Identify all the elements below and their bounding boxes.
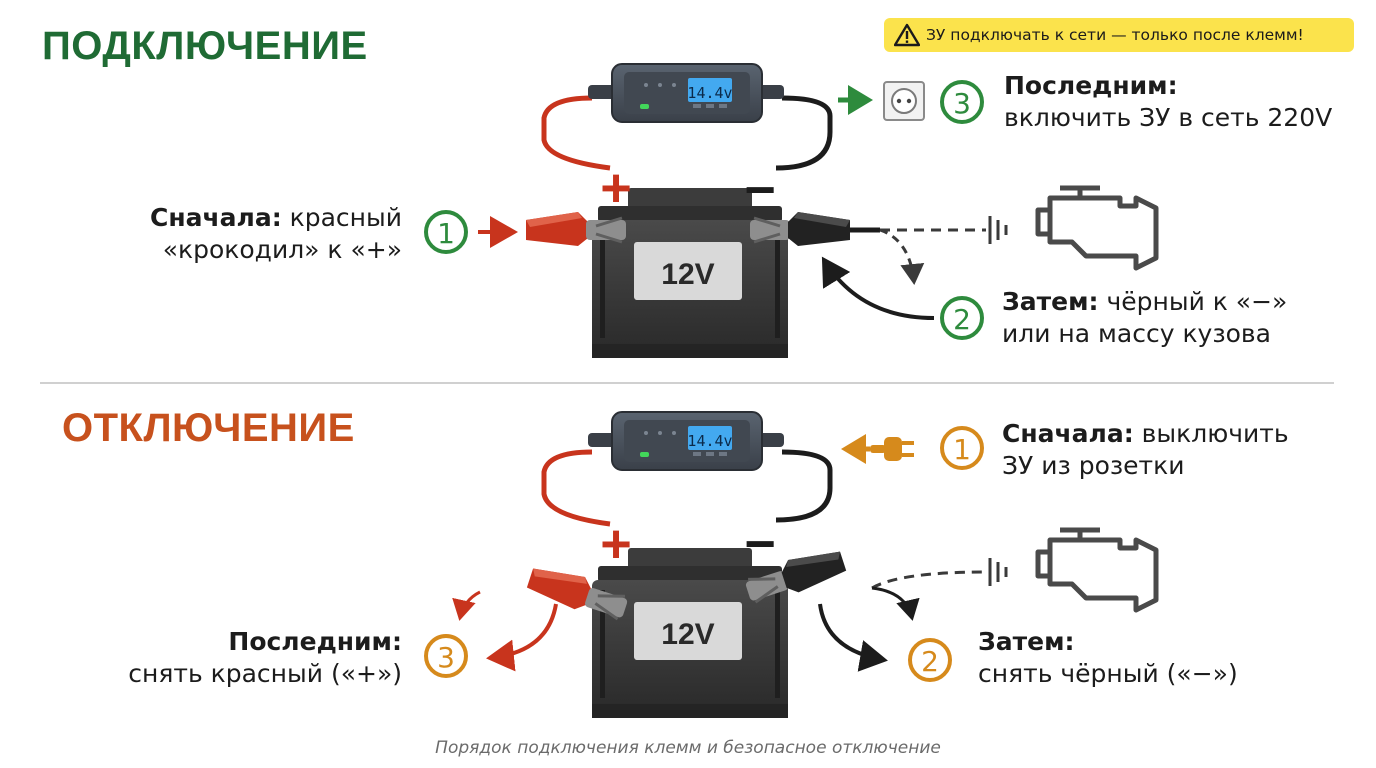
disconnect-step-3-title: Последним: [228,627,402,656]
connect-step-3-label: Последним: включить ЗУ в сеть 220V [1004,70,1332,134]
connect-step-2-text-2: или на массу кузова [1002,319,1271,348]
connect-step-2-title: Затем: [1002,287,1099,316]
connect-step-1-text: красный [281,203,402,232]
disconnect-step-1-label: Сначала: выключить ЗУ из розетки [1002,418,1289,482]
disconnect-step-2-text: снять чёрный («−») [978,659,1238,688]
disconnect-step-1-text: выключить [1133,419,1289,448]
red-wire [541,95,611,171]
disconnect-step-1-number: 1 [953,433,971,466]
connect-step-1-number: 1 [437,217,455,250]
battery: 12V [592,548,788,718]
connect-step-1-label: Сначала: красный «крокодил» к «+» [150,202,402,266]
black-wire [775,449,833,523]
connect-step-2-number: 2 [953,303,971,336]
connect-step-2-badge: 2 [940,296,984,340]
black-wire [775,95,833,171]
connect-step-2-label: Затем: чёрный к «−» или на массу кузова [1002,286,1287,350]
connect-section: 14.4v 12V + − 1 2 [424,63,1156,358]
warning-banner: ЗУ подключать к сети — только после клем… [884,18,1354,52]
connect-step-3-number: 3 [953,87,971,120]
disconnect-title: ОТКЛЮЧЕНИЕ [62,406,355,450]
red-clamp-remove-arrow [452,590,481,621]
charger-display: 14.4v [687,84,732,102]
red-wire [541,449,611,527]
minus-sign: − [744,160,776,220]
disconnect-step-1-title: Сначала: [1002,419,1134,448]
warning-triangle-icon [894,23,920,47]
connect-step-1-badge: 1 [424,210,468,254]
disconnect-step-2-number: 2 [921,645,939,678]
ground-curve-arrow [879,228,925,285]
plus-sign: + [600,158,632,218]
ground-icon [988,558,1008,586]
ground-icon [988,216,1008,244]
disconnect-step-2-badge: 2 [908,638,952,682]
charger: 14.4v [587,63,785,123]
engine-icon [1038,188,1156,268]
battery-voltage: 12V [661,258,714,291]
disconnect-step-1-badge: 1 [940,426,984,470]
disconnect-section: 14.4v 12V + − 1 [424,411,1156,718]
socket-icon [883,81,925,121]
connect-step-3-text: включить ЗУ в сеть 220V [1004,103,1333,132]
black-clamp-remove-arrow [871,586,920,621]
connect-step-3-title: Последним: [1004,71,1178,100]
disconnect-step-3-label: Последним: снять красный («+») [128,626,402,690]
charger: 14.4v [587,411,785,471]
battery: 12V [592,188,788,358]
caption: Порядок подключения клемм и безопасное о… [435,738,941,758]
connect-step-1-text-2: «крокодил» к «+» [162,235,402,264]
connect-step-3-badge: 3 [940,80,984,124]
connect-step-1-title: Сначала: [149,203,282,232]
plus-sign: + [600,514,632,574]
disconnect-step-3-arrow [486,603,558,672]
disconnect-step-3-text: снять красный («+») [128,659,402,688]
engine-icon [1038,530,1156,610]
connect-title: ПОДКЛЮЧЕНИЕ [42,24,368,68]
disconnect-step-1-text-2: ЗУ из розетки [1002,451,1185,480]
disconnect-step-3-badge: 3 [424,634,468,678]
minus-sign: − [744,514,776,574]
battery-voltage: 12V [661,618,714,651]
plug-icon [870,437,914,461]
charger-display: 14.4v [687,432,732,450]
disconnect-step-3-number: 3 [437,641,455,674]
disconnect-step-2-arrow [818,603,888,672]
disconnect-step-2-label: Затем: снять чёрный («−») [978,626,1238,690]
connect-step-2-text: чёрный к «−» [1098,287,1288,316]
ground-dashed-line [871,570,987,590]
connect-step-2-arrow [821,256,935,320]
disconnect-step-2-title: Затем: [978,627,1075,656]
warning-text: ЗУ подключать к сети — только после клем… [926,26,1304,44]
